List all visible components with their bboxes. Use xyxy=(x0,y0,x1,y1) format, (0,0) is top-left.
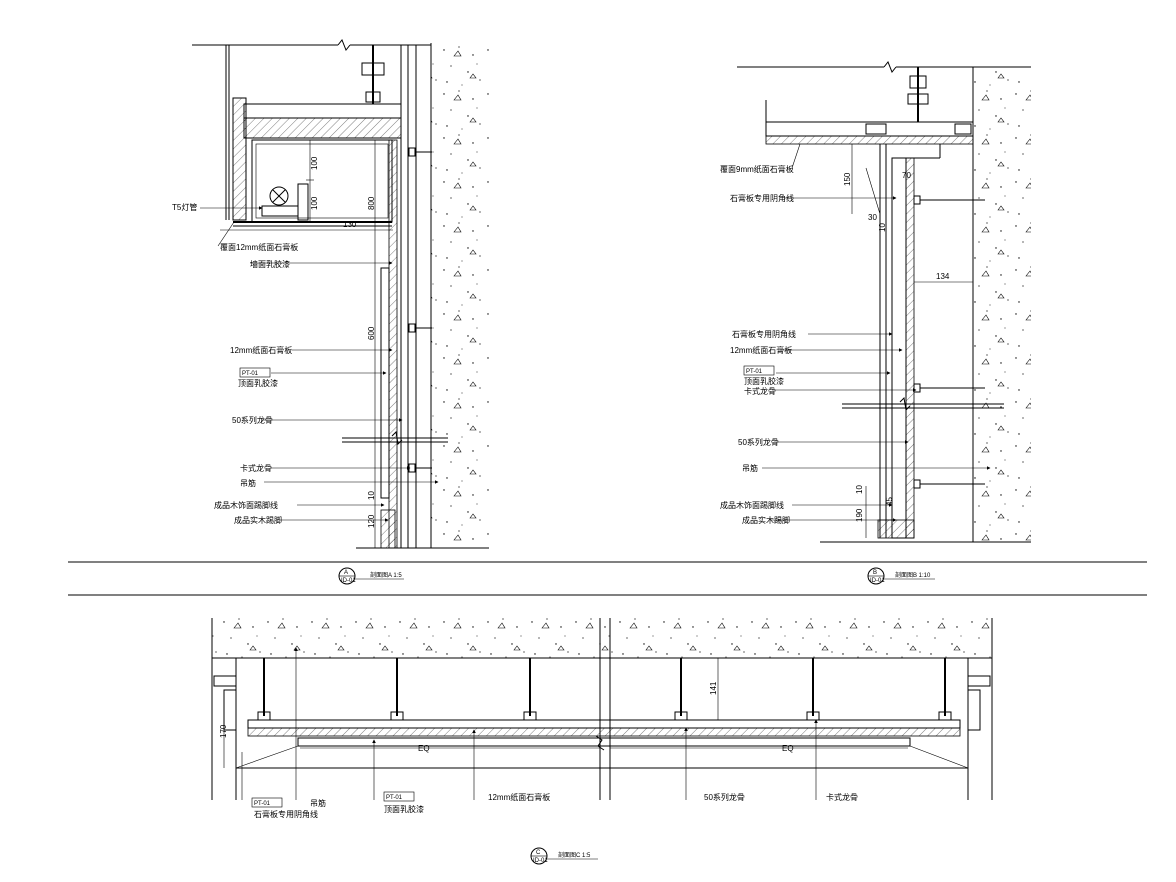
svg-text:ID-01: ID-01 xyxy=(533,858,548,864)
dim-b-10b: 10 xyxy=(855,485,864,494)
label-a-board-top: 覆面12mm纸面石膏板 xyxy=(220,242,298,252)
dim-c-eq1: EQ xyxy=(418,744,430,753)
label-a-clip-keel: 卡式龙骨 xyxy=(240,463,272,473)
label-a-hanger: 吊筋 xyxy=(240,478,256,488)
dim-a-130: 130 xyxy=(343,220,357,229)
label-a-wood-line: 成品木饰面踢脚线 xyxy=(214,500,278,510)
label-b-clip-keel: 卡式龙骨 xyxy=(744,386,776,396)
concrete-wall-b xyxy=(973,67,1031,542)
svg-text:ID-01: ID-01 xyxy=(341,578,356,584)
anchor-brackets-b xyxy=(913,195,985,489)
label-c-gypsum: 12mm纸面石膏板 xyxy=(488,792,550,802)
dim-c-170: 170 xyxy=(219,724,228,738)
dim-b-45: 45 xyxy=(885,497,894,506)
svg-text:B: B xyxy=(873,570,877,576)
dim-a-100a: 100 xyxy=(310,156,319,170)
dim-a-120: 120 xyxy=(367,514,376,528)
label-c-shadow-line: 石膏板专用阴角线 xyxy=(254,809,318,819)
label-b-skirting: 成品实木踢脚 xyxy=(742,515,790,525)
dim-b-150: 150 xyxy=(843,172,852,186)
tag-a: PT-01 xyxy=(242,371,259,377)
label-b-wood-line: 成品木饰面踢脚线 xyxy=(720,500,784,510)
dim-c-eq2: EQ xyxy=(782,744,794,753)
label-b-hanger: 吊筋 xyxy=(742,463,758,473)
anchor-brackets-a xyxy=(408,147,432,473)
section-a: 100 100 800 130 600 10 120 T5灯管 覆面12mm纸面… xyxy=(172,39,489,585)
title-a: 剖面图A 1:5 xyxy=(370,571,402,579)
label-a-keel50: 50系列龙骨 xyxy=(232,415,273,425)
dim-b-10: 10 xyxy=(878,223,887,232)
tag-c-left: PT-01 xyxy=(254,801,271,807)
label-b-ceiling-paint: 顶面乳胶漆 xyxy=(744,376,784,386)
label-b-edge-line: 石膏板专用阴角线 xyxy=(732,329,796,339)
label-a-ceiling-paint: 顶面乳胶漆 xyxy=(238,378,278,388)
label-b-shadow-line: 石膏板专用阴角线 xyxy=(730,193,794,203)
dim-a-800: 800 xyxy=(367,196,376,210)
title-marker-c: C ID-01 剖面图C 1:5 xyxy=(530,847,598,865)
dim-a-600: 600 xyxy=(367,326,376,340)
title-marker-a: A ID-01 剖面图A 1:5 xyxy=(338,567,404,585)
section-c: 170 141 EQ EQ PT-01 石膏板专用阴角线 吊筋 PT-01 顶面… xyxy=(211,618,993,865)
label-a-wall-surface: 墙面乳胶漆 xyxy=(250,259,290,269)
concrete-wall-a xyxy=(431,43,489,548)
label-c-keel50: 50系列龙骨 xyxy=(704,792,745,802)
label-b-keel50: 50系列龙骨 xyxy=(738,437,779,447)
section-b: 150 70 30 10 134 10 190 45 覆面9mm纸面石膏板 石膏… xyxy=(720,61,1031,585)
dim-b-70: 70 xyxy=(902,171,911,180)
title-c: 剖面图C 1:5 xyxy=(558,851,591,859)
label-b-board-top: 覆面9mm纸面石膏板 xyxy=(720,164,794,174)
dim-c-141: 141 xyxy=(709,681,718,695)
hanger-rods-c xyxy=(257,658,952,721)
dim-b-30: 30 xyxy=(868,213,877,222)
tag-b: PT-01 xyxy=(746,369,763,375)
tag-c-mid: PT-01 xyxy=(386,795,403,801)
svg-text:C: C xyxy=(536,850,541,856)
title-marker-b: B ID-01 剖面图B 1:10 xyxy=(867,567,935,585)
dim-b-190: 190 xyxy=(855,508,864,522)
label-a-t5: T5灯管 xyxy=(172,202,197,212)
label-c-hanger: 吊筋 xyxy=(310,798,326,808)
label-b-gypsum: 12mm纸面石膏板 xyxy=(730,345,792,355)
dim-a-100b: 100 xyxy=(310,196,319,210)
dim-b-134: 134 xyxy=(936,272,950,281)
label-c-ceiling-paint: 顶面乳胶漆 xyxy=(384,804,424,814)
title-b: 剖面图B 1:10 xyxy=(895,571,931,579)
dim-a-10: 10 xyxy=(367,491,376,500)
label-a-gypsum: 12mm纸面石膏板 xyxy=(230,345,292,355)
svg-text:ID-01: ID-01 xyxy=(870,578,885,584)
concrete-slab-c xyxy=(212,618,992,658)
svg-text:A: A xyxy=(344,570,348,576)
label-a-skirting: 成品实木踢脚 xyxy=(234,515,282,525)
label-c-clip-keel: 卡式龙骨 xyxy=(826,792,858,802)
